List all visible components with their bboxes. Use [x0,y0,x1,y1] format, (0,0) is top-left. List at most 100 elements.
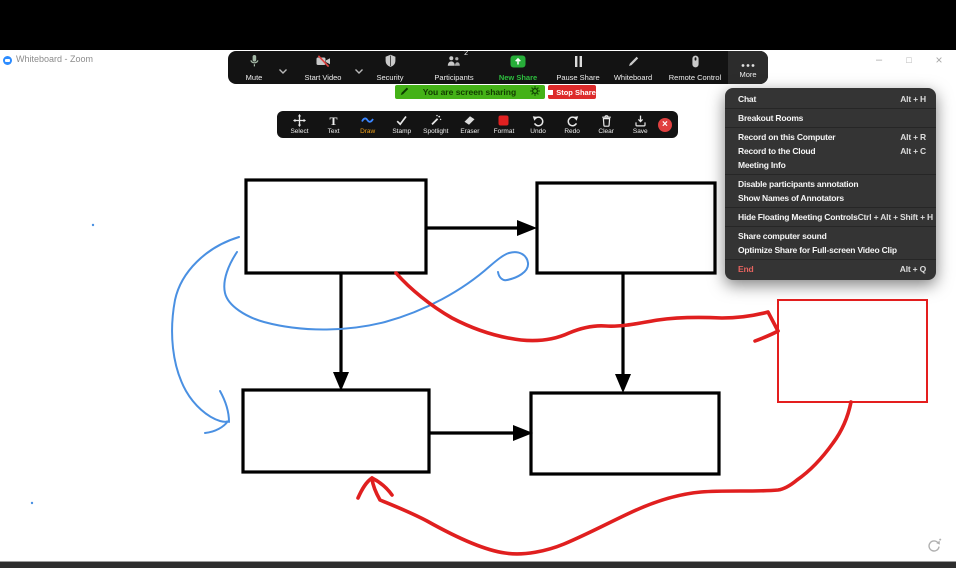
menu-item-show-annotators[interactable]: Show Names of Annotators [725,191,936,205]
black-arrow-right-down [615,273,631,393]
red-arrowhead-up-left-barb [356,476,374,500]
maximize-button[interactable]: □ [906,55,912,65]
chevron-down-icon[interactable] [278,62,288,80]
menu-item-hide-controls[interactable]: Hide Floating Meeting Controls Ctrl + Al… [725,210,936,224]
new-share-label: New Share [498,73,538,82]
pause-icon [572,54,585,68]
redo-tool[interactable]: Redo [556,114,589,135]
chevron-down-icon[interactable] [354,62,364,80]
red-pen-annotations [356,271,853,556]
camera-off-icon [316,54,331,68]
text-icon: T [327,114,340,127]
blue-pen-annotations [30,223,530,505]
eraser-label: Eraser [460,128,480,135]
start-video-button[interactable]: Start Video [294,54,352,82]
menu-item-record-cloud[interactable]: Record to the Cloud Alt + C [725,144,936,158]
blue-stray-dot-2 [30,501,34,505]
menu-item-breakout-rooms[interactable]: Breakout Rooms [725,111,936,125]
more-button[interactable]: More [728,51,768,84]
remote-control-icon [689,54,702,68]
red-curve-bottom [370,400,853,556]
menu-item-chat[interactable]: Chat Alt + H [725,92,936,106]
redo-label: Redo [564,128,580,135]
whiteboard-button[interactable]: Whiteboard [608,54,658,82]
menu-item-label: Meeting Info [738,160,786,170]
menu-item-label: Share computer sound [738,231,827,241]
menu-item-meeting-info[interactable]: Meeting Info [725,158,936,172]
spotlight-tool[interactable]: Spotlight [419,114,452,135]
menu-item-disable-annotation[interactable]: Disable participants annotation [725,177,936,191]
menu-group: End Alt + Q [725,260,936,278]
stop-share-button[interactable]: Stop Share [548,85,596,99]
close-annotation-toolbar-button[interactable]: × [657,117,672,132]
minimize-button[interactable]: – [875,54,883,66]
format-tool[interactable]: Format [487,114,520,135]
participants-icon: 2 [447,50,468,68]
spotlight-label: Spotlight [423,128,449,135]
menu-item-label: Show Names of Annotators [738,193,844,203]
save-download-icon [634,114,647,127]
menu-item-optimize-video[interactable]: Optimize Share for Full-screen Video Cli… [725,243,936,257]
menu-item-share-sound[interactable]: Share computer sound [725,229,936,243]
more-menu: Chat Alt + H Breakout Rooms Record on th… [725,88,936,280]
start-video-label: Start Video [304,73,342,82]
mute-button[interactable]: Mute [232,54,276,82]
window-title: Whiteboard - Zoom [16,54,94,64]
participants-label: Participants [434,73,474,82]
select-tool[interactable]: Select [283,114,316,135]
eraser-tool[interactable]: Eraser [453,114,486,135]
close-button[interactable]: × [935,53,943,67]
participants-count-badge: 2 [464,50,468,57]
menu-item-shortcut: Alt + C [900,146,926,156]
zoom-app-icon [3,56,12,65]
menu-group: Record on this Computer Alt + R Record t… [725,128,936,174]
new-share-button[interactable]: New Share [490,54,546,82]
flowchart-box-bottom-right [529,391,721,476]
stamp-tool[interactable]: Stamp [385,114,418,135]
menu-item-shortcut: Alt + Q [899,264,926,274]
menu-group: Disable participants annotation Show Nam… [725,175,936,207]
meeting-toolbar: Mute Start Video Security 2 Participants [228,50,768,84]
clear-tool[interactable]: Clear [590,114,623,135]
shield-icon [384,54,397,68]
trash-icon [600,114,613,127]
screen-bottom-strip [0,561,956,568]
menu-group: Breakout Rooms [725,109,936,127]
menu-item-label: Disable participants annotation [738,179,859,189]
black-arrow-bottom [429,425,533,441]
security-button[interactable]: Security [364,54,416,82]
participants-button[interactable]: 2 Participants [422,50,486,82]
menu-item-end[interactable]: End Alt + Q [725,262,936,276]
wand-icon [429,114,442,127]
undo-label: Undo [530,128,546,135]
remote-control-button[interactable]: Remote Control [660,54,730,82]
draw-tool[interactable]: Draw [351,114,384,135]
format-label: Format [493,128,515,135]
menu-divider [725,259,936,260]
menu-group: Hide Floating Meeting Controls Ctrl + Al… [725,208,936,226]
red-arrowhead-right [753,329,780,343]
pause-share-label: Pause Share [556,73,600,82]
red-curve-to-red-box [394,271,780,343]
select-label: Select [290,128,309,135]
menu-item-label: Optimize Share for Full-screen Video Cli… [738,245,897,255]
microphone-icon [248,54,261,68]
text-tool[interactable]: T Text [317,114,350,135]
screen-top-black-strip [0,0,956,50]
save-tool[interactable]: Save [624,114,657,135]
blue-stray-dot-1 [91,223,95,227]
draw-squiggle-icon [361,114,374,127]
menu-divider [725,108,936,109]
gear-icon[interactable] [530,83,540,101]
new-page-button[interactable] [926,538,942,554]
pencil-icon [627,54,640,68]
menu-item-record-computer[interactable]: Record on this Computer Alt + R [725,130,936,144]
svg-text:T: T [330,114,338,127]
save-label: Save [632,128,648,135]
undo-icon [532,114,545,127]
menu-group: Share computer sound Optimize Share for … [725,227,936,259]
pause-share-button[interactable]: Pause Share [550,54,606,82]
undo-tool[interactable]: Undo [522,114,555,135]
sharing-status-text: You are screen sharing [422,87,517,97]
